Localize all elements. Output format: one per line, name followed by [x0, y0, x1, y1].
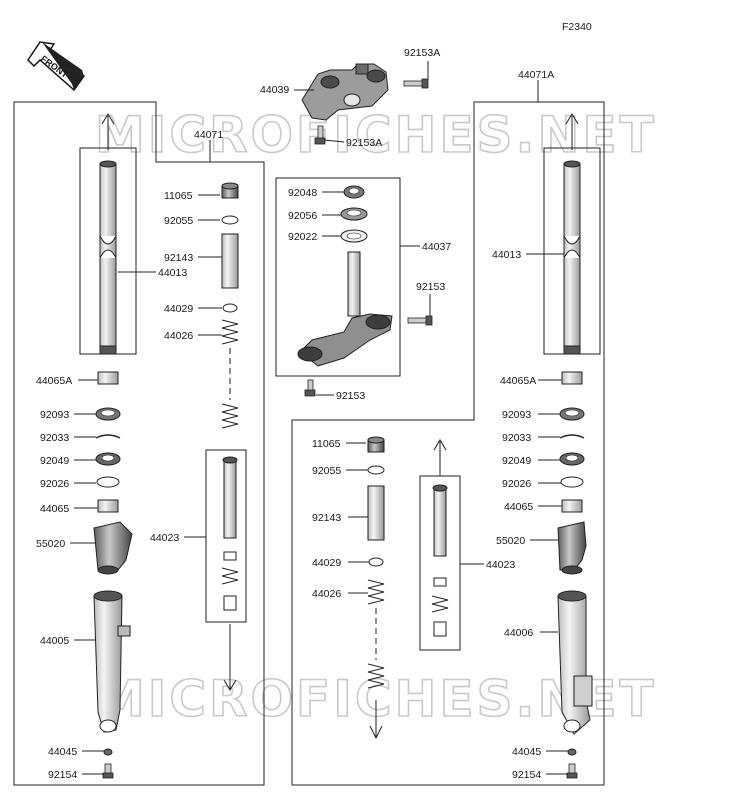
label-92026-left: 92026	[40, 478, 69, 490]
label-92049-left: 92049	[40, 455, 69, 467]
label-44026-left: 44026	[164, 330, 193, 342]
watermark-top: MICROFICHES.NET	[95, 106, 657, 164]
label-44065-right: 44065	[504, 501, 533, 513]
bolt-92153a-mid	[314, 125, 326, 145]
label-92153-bottom: 92153	[336, 390, 365, 402]
label-92055-left: 92055	[164, 215, 193, 227]
label-44037: 44037	[422, 241, 451, 253]
label-92153a-top: 92153A	[404, 47, 440, 59]
leader-lines	[70, 61, 568, 775]
label-44071a: 44071A	[518, 69, 554, 81]
bolt-92153-bottom	[304, 379, 316, 397]
label-92153-right: 92153	[416, 281, 445, 293]
label-44023-right: 44023	[486, 559, 515, 571]
label-44029-right: 44029	[312, 557, 341, 569]
label-44026-right: 44026	[312, 588, 341, 600]
label-92033-left: 92033	[40, 432, 69, 444]
label-44029-left: 44029	[164, 303, 193, 315]
left-inner-parts	[221, 182, 239, 611]
label-92153a-mid: 92153A	[346, 137, 382, 149]
right-inner-parts	[367, 436, 449, 689]
stem-parts	[297, 185, 393, 367]
label-92143-left: 92143	[164, 252, 193, 264]
label-44065a-left: 44065A	[36, 375, 72, 387]
label-92022: 92022	[288, 231, 317, 243]
label-92055-right: 92055	[312, 465, 341, 477]
label-44065a-right: 44065A	[500, 375, 536, 387]
label-92154-left: 92154	[48, 769, 77, 781]
label-44013-right: 44013	[492, 249, 521, 261]
assembly-arrows	[101, 113, 579, 740]
right-fork-parts	[557, 160, 593, 779]
label-92033-right: 92033	[502, 432, 531, 444]
label-44045-left: 44045	[48, 746, 77, 758]
label-92026-right: 92026	[502, 478, 531, 490]
right-assembly-frame	[291, 101, 605, 786]
label-55020-left: 55020	[36, 538, 65, 550]
bolt-92153a-top	[403, 78, 429, 89]
label-11065-right: 11065	[312, 438, 341, 450]
label-11065-left: 11065	[164, 190, 193, 202]
left-cartridge-frame	[205, 449, 247, 623]
left-fork-parts	[93, 160, 133, 779]
label-92143-right: 92143	[312, 512, 341, 524]
bolt-92153-right	[407, 315, 433, 326]
upper-bracket	[301, 63, 389, 121]
label-92056: 92056	[288, 210, 317, 222]
front-arrow-icon	[27, 41, 86, 92]
label-92049-right: 92049	[502, 455, 531, 467]
label-44006: 44006	[504, 627, 533, 639]
label-92093-left: 92093	[40, 409, 69, 421]
label-44005: 44005	[40, 635, 69, 647]
stem-group-frame	[275, 177, 401, 377]
label-44013-left: 44013	[158, 267, 187, 279]
part-labels: 92153A 44039 92153A 44071 44071A 11065 9…	[36, 47, 554, 781]
label-44045-right: 44045	[512, 746, 541, 758]
label-55020-right: 55020	[496, 535, 525, 547]
label-92093-right: 92093	[502, 409, 531, 421]
diagram-code: F2340	[562, 21, 592, 33]
left-assembly-frame	[13, 101, 265, 786]
label-44065-left: 44065	[40, 503, 69, 515]
label-44039: 44039	[260, 84, 289, 96]
label-92048: 92048	[288, 187, 317, 199]
label-44023-left: 44023	[150, 532, 179, 544]
label-92154-right: 92154	[512, 769, 541, 781]
label-44071: 44071	[194, 129, 223, 141]
